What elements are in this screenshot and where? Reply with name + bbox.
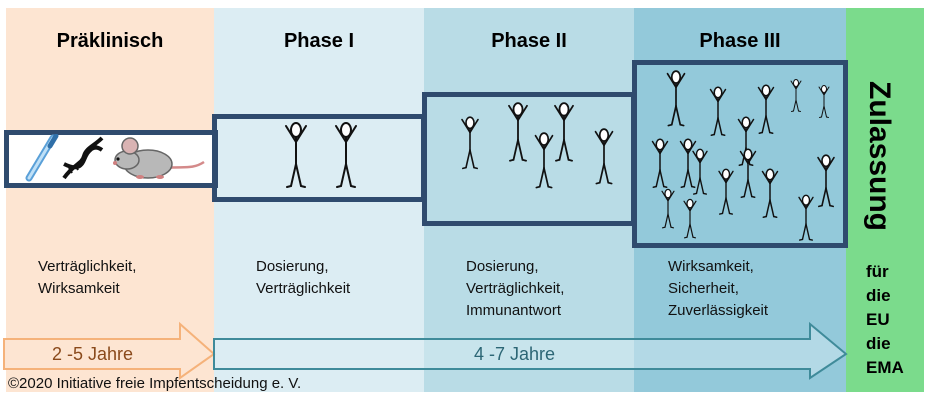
mouse-icon <box>113 137 205 179</box>
approval-line: für <box>866 262 889 281</box>
approval-line: die <box>866 286 891 305</box>
desc-line: Wirksamkeit <box>38 280 120 297</box>
desc-line: Dosierung, <box>466 258 539 275</box>
pipette-icon <box>25 134 59 182</box>
phase2-column <box>424 8 634 392</box>
approval-title-text: Zulassung <box>863 80 896 232</box>
desc-line: Dosierung, <box>256 258 329 275</box>
phase2-box <box>422 92 636 226</box>
desc-line: Verträglichkeit <box>256 280 351 297</box>
approval-line: die <box>866 334 891 353</box>
copyright-notice: ©2020 Initiative freie Impfentscheidung … <box>8 375 302 392</box>
approval-line: EU <box>866 310 890 329</box>
desc-line: Sicherheit, <box>668 280 739 297</box>
approval-line: EMA <box>866 358 904 377</box>
preclinical-arrow <box>3 321 216 380</box>
phase3-title: Phase III <box>699 30 781 52</box>
approval-column <box>846 8 924 392</box>
desc-line: Verträglichkeit, <box>466 280 565 297</box>
preclinical-duration: 2 -5 Jahre <box>52 344 134 364</box>
approval-title: Zulassung <box>844 81 914 231</box>
preclinical-description: Verträglichkeit, Wirksamkeit <box>38 256 136 300</box>
desc-line: Zuverlässigkeit <box>668 302 769 319</box>
phase1-title: Phase I <box>283 30 355 52</box>
desc-line: Immunantwort <box>466 302 562 319</box>
dna-icon <box>62 136 104 180</box>
phase1-description: Dosierung, Verträglichkeit <box>256 256 350 300</box>
clinical-arrow <box>213 321 848 380</box>
phase1-box <box>212 114 426 202</box>
desc-line: Wirksamkeit, <box>668 258 754 275</box>
clinical-duration: 4 -7 Jahre <box>474 344 556 364</box>
preclinical-title: Präklinisch <box>56 30 164 52</box>
phase2-title: Phase II <box>491 30 567 52</box>
desc-line: Verträglichkeit, <box>38 258 137 275</box>
phase3-description: Wirksamkeit, Sicherheit, Zuverlässigkeit <box>668 256 768 322</box>
phase2-description: Dosierung, Verträglichkeit, Immunantwort <box>466 256 564 322</box>
phase3-box <box>632 60 848 248</box>
